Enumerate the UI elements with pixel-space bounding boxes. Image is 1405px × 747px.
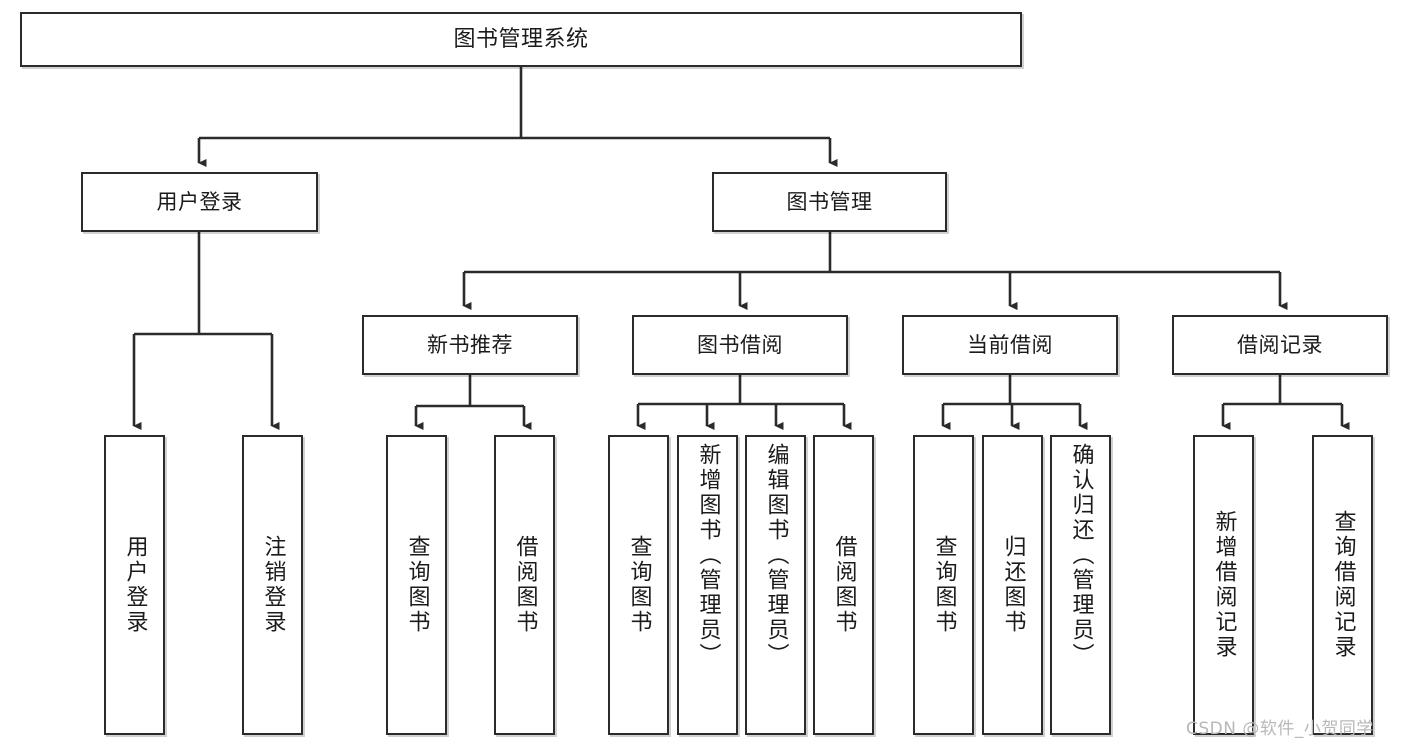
node-current-borrow[interactable]: 当前借阅 xyxy=(902,315,1118,375)
node-label: 查询借阅记录 xyxy=(1330,510,1356,660)
leaf-confirm-return-admin[interactable]: 确认归还（管理员） xyxy=(1050,435,1111,735)
node-label: 编辑图书（管理员） xyxy=(763,443,789,668)
node-label: 图书借阅 xyxy=(697,332,783,357)
node-root-system[interactable]: 图书管理系统 xyxy=(20,12,1022,67)
node-book-management[interactable]: 图书管理 xyxy=(712,172,947,232)
node-label: 查询图书 xyxy=(931,535,957,635)
node-label: 查询图书 xyxy=(404,535,430,635)
node-label: 注销登录 xyxy=(260,535,286,635)
leaf-query-book-borrow[interactable]: 查询图书 xyxy=(608,435,669,735)
node-label: 归还图书 xyxy=(1000,535,1026,635)
node-label: 用户登录 xyxy=(122,535,148,635)
node-label: 图书管理系统 xyxy=(453,26,589,52)
leaf-logout-login[interactable]: 注销登录 xyxy=(242,435,303,735)
leaf-return-book[interactable]: 归还图书 xyxy=(982,435,1043,735)
node-new-book-recommend[interactable]: 新书推荐 xyxy=(362,315,578,375)
leaf-add-borrow-record[interactable]: 新增借阅记录 xyxy=(1193,435,1254,735)
node-label: 借阅图书 xyxy=(831,535,857,635)
node-label: 查询图书 xyxy=(626,535,652,635)
node-label: 借阅记录 xyxy=(1237,332,1323,357)
node-label: 用户登录 xyxy=(156,189,243,214)
node-label: 借阅图书 xyxy=(512,535,538,635)
node-user-login[interactable]: 用户登录 xyxy=(81,172,318,232)
node-borrow-record[interactable]: 借阅记录 xyxy=(1172,315,1388,375)
node-label: 确认归还（管理员） xyxy=(1068,443,1094,668)
leaf-query-book-current[interactable]: 查询图书 xyxy=(913,435,974,735)
node-label: 新增图书（管理员） xyxy=(695,443,721,668)
leaf-query-borrow-record[interactable]: 查询借阅记录 xyxy=(1312,435,1373,735)
leaf-user-login[interactable]: 用户登录 xyxy=(104,435,165,735)
node-label: 新书推荐 xyxy=(427,332,513,357)
node-label: 当前借阅 xyxy=(967,332,1053,357)
leaf-borrow-book-borrow[interactable]: 借阅图书 xyxy=(813,435,874,735)
leaf-query-book-recommend[interactable]: 查询图书 xyxy=(386,435,447,735)
node-label: 新增借阅记录 xyxy=(1211,510,1237,660)
leaf-edit-book-admin[interactable]: 编辑图书（管理员） xyxy=(745,435,806,735)
leaf-borrow-book-recommend[interactable]: 借阅图书 xyxy=(494,435,555,735)
leaf-add-book-admin[interactable]: 新增图书（管理员） xyxy=(677,435,738,735)
node-label: 图书管理 xyxy=(786,189,873,214)
node-book-borrow[interactable]: 图书借阅 xyxy=(632,315,848,375)
